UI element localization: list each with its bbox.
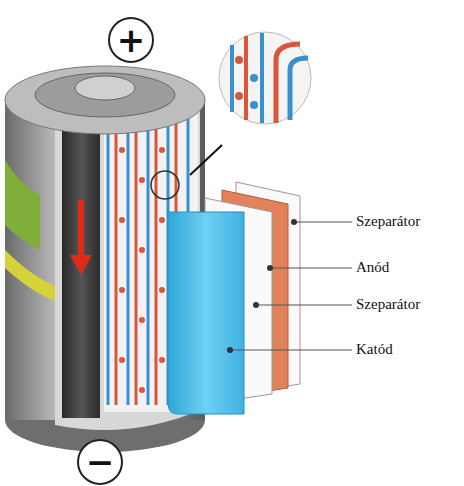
part-label: Szeparátor: [356, 297, 420, 312]
magnifier-layers: [232, 33, 308, 123]
cap-terminal: [75, 76, 135, 100]
current-arrow: [70, 200, 92, 275]
label-stripe: [5, 160, 40, 250]
cathode-sheet: [168, 212, 244, 414]
ions: [119, 147, 165, 393]
zoom-pointer: [190, 145, 222, 175]
can-top: [5, 66, 205, 134]
magnifier: [219, 32, 311, 124]
cap-ring: [35, 73, 175, 117]
zoom-circle: [151, 171, 179, 199]
part-label: Anód: [356, 260, 389, 275]
terminal-sign: +: [117, 23, 146, 57]
terminal-sign: −: [86, 445, 115, 479]
part-label: Katód: [356, 342, 393, 357]
leader-dots: [227, 219, 297, 353]
core: [62, 118, 100, 418]
part-label: Szeparátor: [356, 214, 420, 229]
terminal-circle: −: [77, 439, 123, 485]
terminal-circle: +: [108, 17, 154, 63]
leader-lines: [230, 222, 352, 350]
